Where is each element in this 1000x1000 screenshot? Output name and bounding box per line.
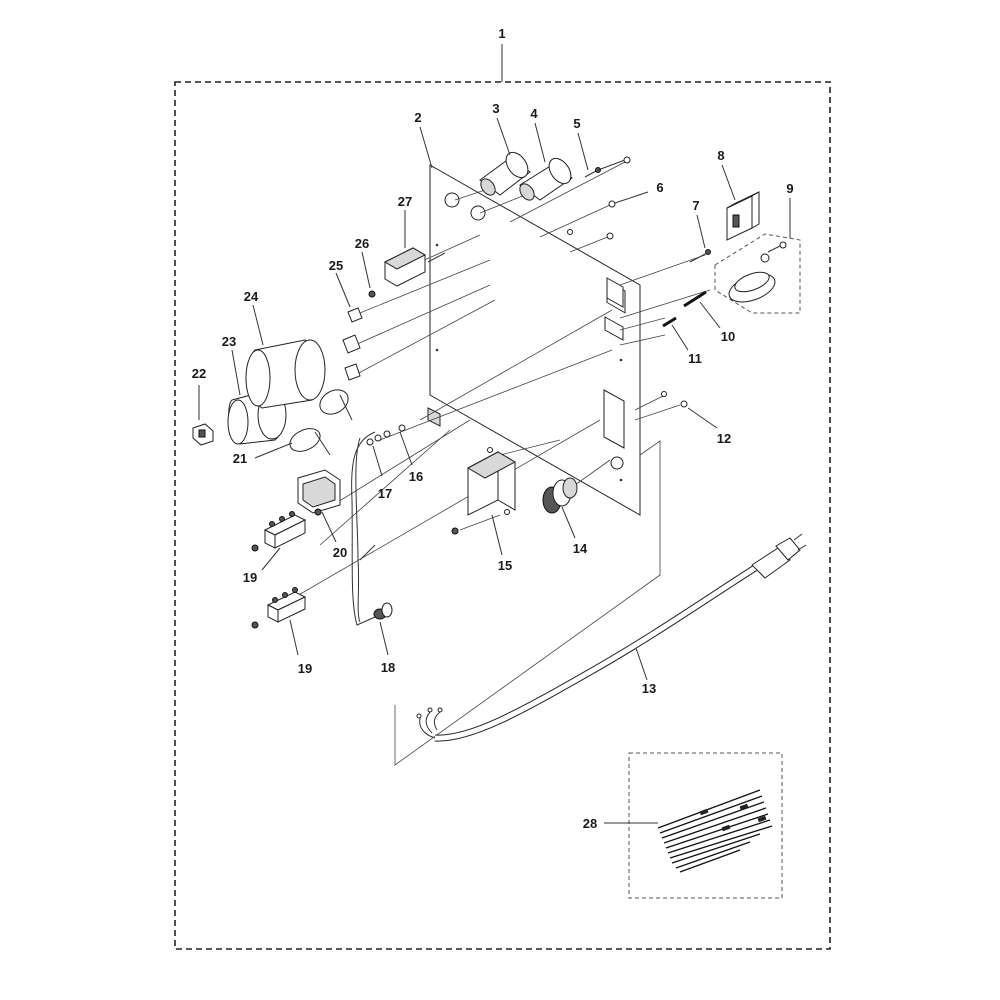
callout-26: 26 [355,236,369,251]
capacitor-part-24 [245,339,326,409]
callout-5: 5 [573,116,580,131]
power-cord-part-13 [416,533,807,742]
callout-24: 24 [244,289,259,304]
callout-6: 6 [656,180,663,195]
clamp-kit-part-9 [714,233,801,314]
screw-part-11 [662,316,677,328]
callout-1: 1 [498,26,505,41]
clips-part-25 [342,307,363,381]
callout-18: 18 [381,660,395,675]
screw-part-26 [368,290,376,298]
callout-14: 14 [573,541,588,556]
screws-part-12 [661,391,688,408]
callout-4: 4 [530,106,538,121]
switch-part-8 [726,191,760,241]
wire-lamp-part-18 [351,431,393,626]
callout-25: 25 [329,258,343,273]
screw-part-7 [689,249,711,263]
callout-13: 13 [642,681,656,696]
knob-part-3 [479,151,531,196]
assembly-border [174,81,831,950]
rod-part-10 [683,290,707,308]
clip-part-22 [192,423,214,446]
terminal-block-19-upper [251,511,307,552]
callout-12: 12 [717,431,731,446]
screws-5-6 [567,156,631,240]
wire-kit-part-28 [628,752,783,899]
callout-9: 9 [786,181,793,196]
grommet-part-14 [542,477,578,514]
module-part-27 [383,247,446,287]
callout-15: 15 [498,558,512,573]
callout-3: 3 [492,101,499,116]
nuts-parts-16-17 [366,424,406,446]
inlet-part-20 [297,469,341,516]
relay-part-15 [451,447,517,535]
callout-28: 28 [583,816,597,831]
callout-19-lower: 19 [298,661,312,676]
terminal-block-19-lower [251,587,307,629]
cable-tie-part-21 [289,428,331,456]
callout-23: 23 [222,334,236,349]
callout-20: 20 [333,545,347,560]
callout-labels: 1 2 3 4 5 6 7 8 9 10 11 12 13 14 15 16 1… [192,26,794,831]
callout-27: 27 [398,194,412,209]
callout-2: 2 [414,110,421,125]
callout-19-upper: 19 [243,570,257,585]
assembly-lines [289,161,711,601]
main-panel [427,164,641,516]
callout-17: 17 [378,486,392,501]
callout-21: 21 [233,451,247,466]
callout-7: 7 [692,198,699,213]
knob-part-4 [519,157,573,201]
callout-11: 11 [688,351,702,366]
callout-10: 10 [721,329,735,344]
callout-22: 22 [192,366,206,381]
callout-16: 16 [409,469,423,484]
callout-8: 8 [717,148,724,163]
